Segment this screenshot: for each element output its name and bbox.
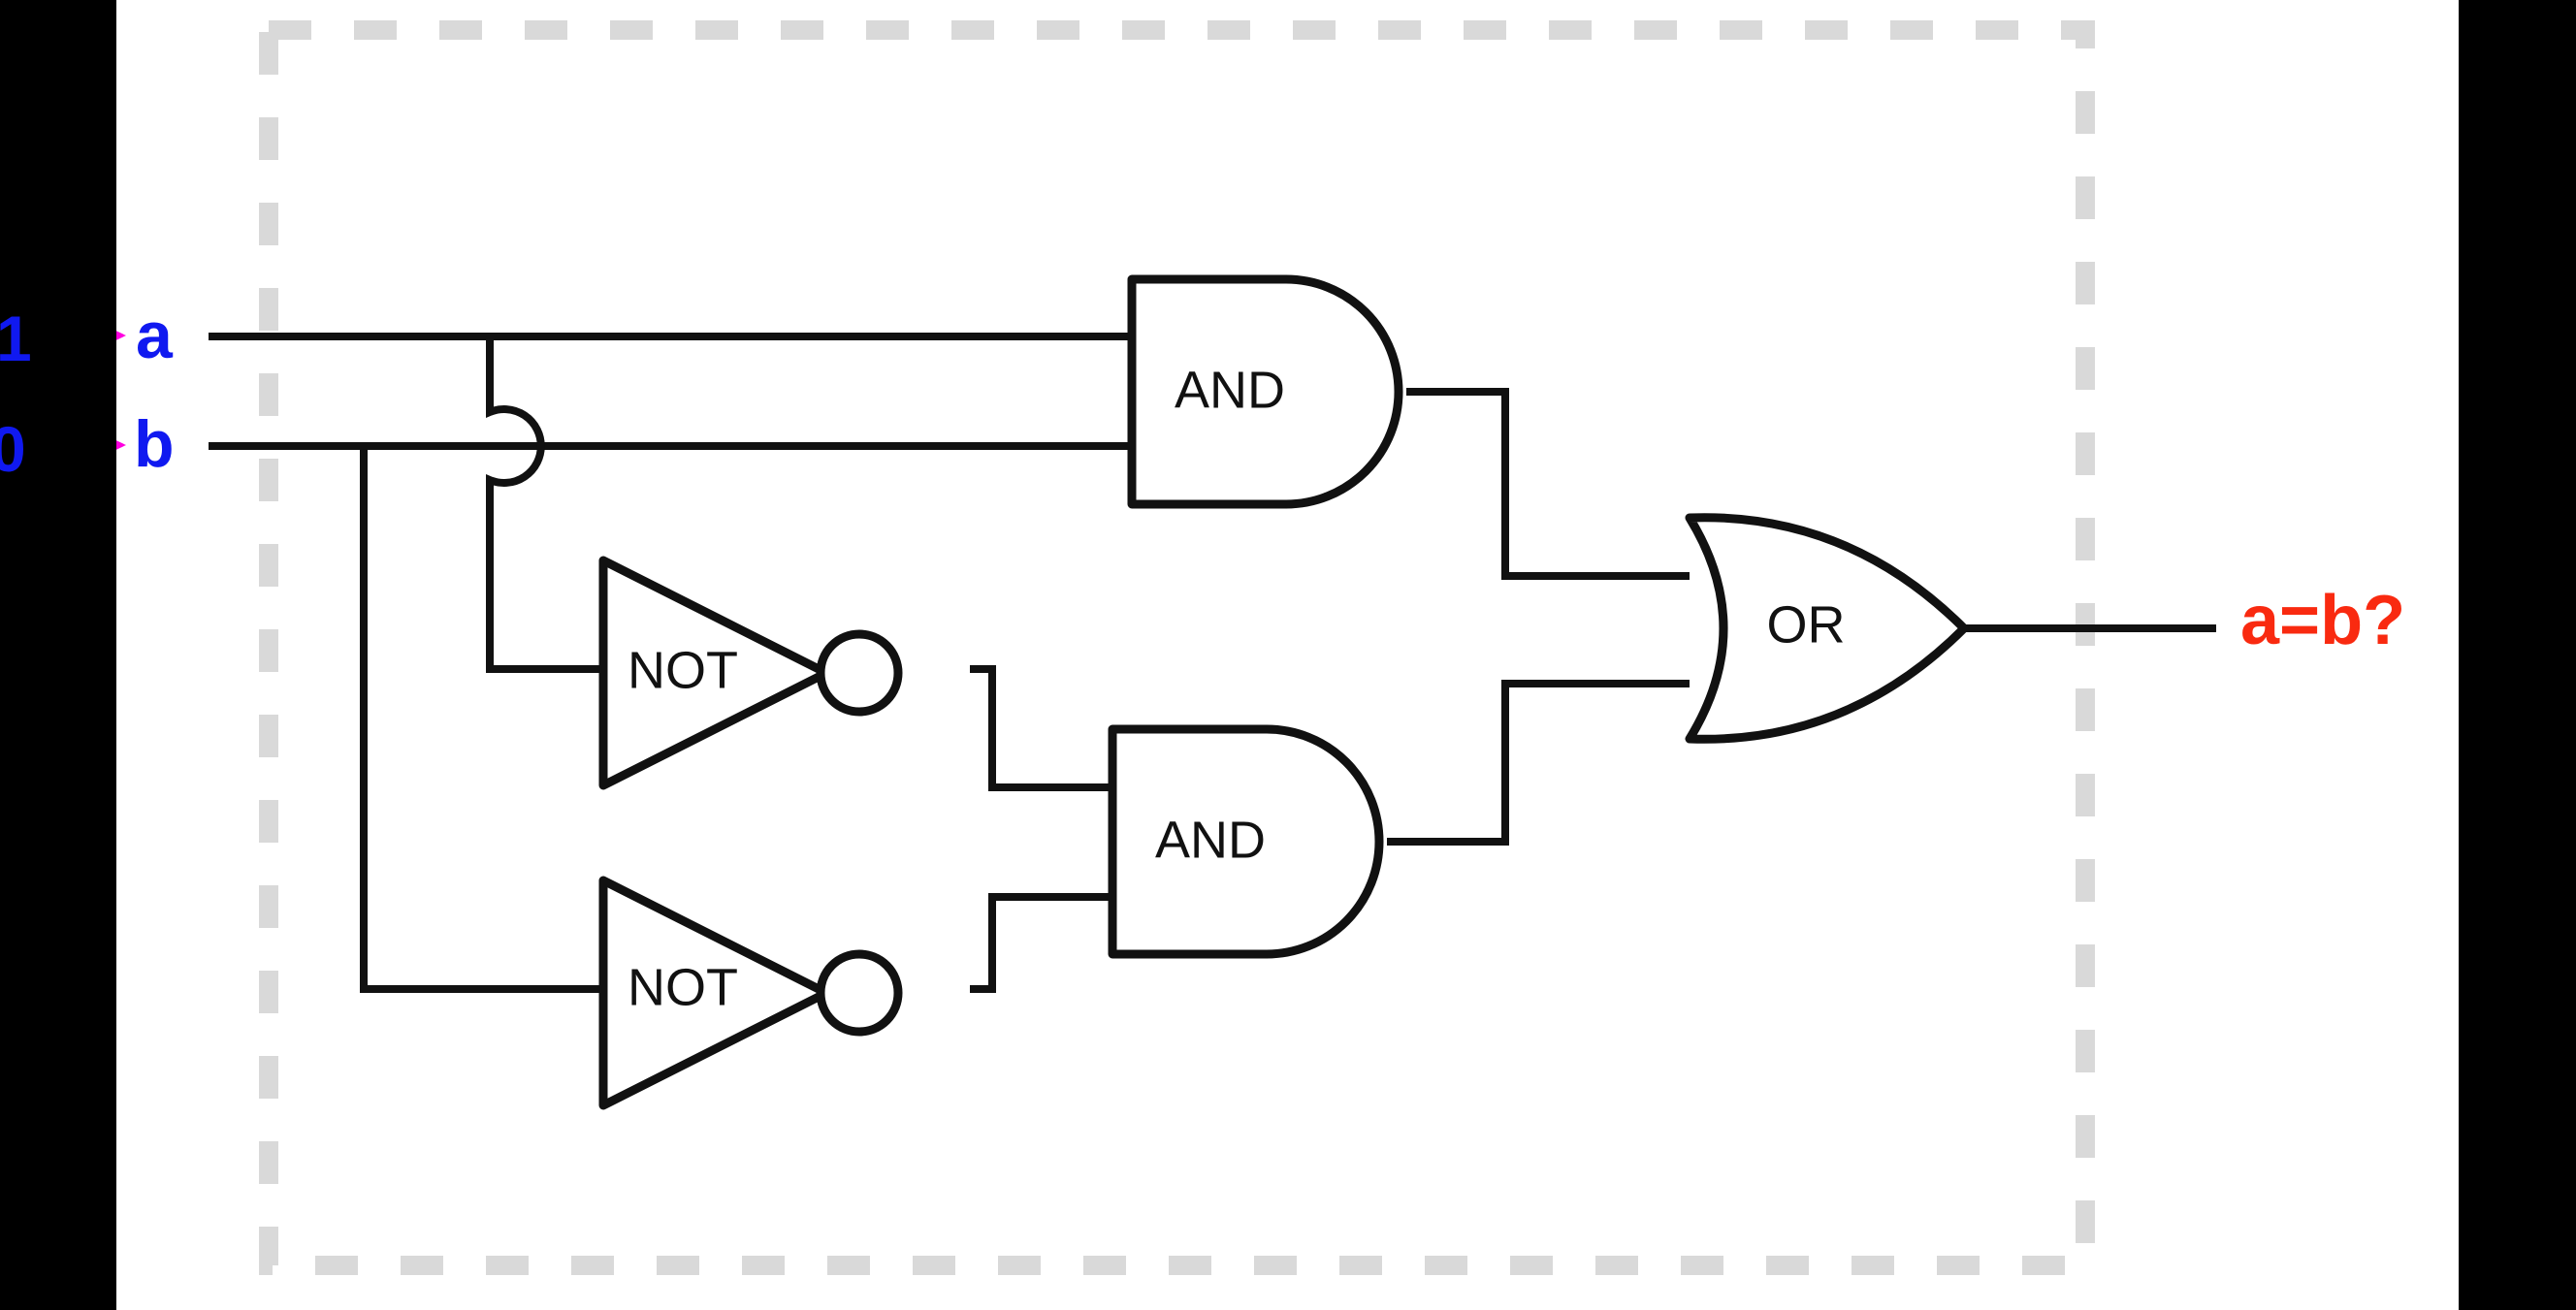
wire-and-bottom-to-or (1387, 680, 1690, 846)
and-top-label: AND (1175, 361, 1285, 419)
output-label: a=b? (2240, 582, 2406, 659)
gate-and-top[interactable]: AND (1127, 274, 1403, 509)
input-port-label-b: b (134, 407, 175, 481)
wire-a-branch-to-not (486, 336, 603, 673)
or-body (1685, 513, 1969, 744)
gate-not-a[interactable]: NOT (598, 556, 903, 790)
gate-and-bottom[interactable]: AND (1108, 724, 1384, 959)
not-a-body (598, 556, 831, 790)
diagram-sheet (116, 0, 2459, 1310)
letterbox-bar-right (2459, 0, 2576, 1310)
gate-or[interactable]: OR (1685, 513, 1969, 744)
module-boundary (259, 20, 2095, 1275)
and-top-body (1127, 274, 1403, 509)
wire-not-a-to-and-bottom (970, 665, 1112, 791)
gate-not-b[interactable]: NOT (598, 876, 903, 1110)
input-value-a: 1 (0, 303, 32, 374)
input-value-b: 0 (0, 413, 26, 485)
not-a-label: NOT (628, 641, 738, 699)
and-bottom-body (1108, 724, 1384, 959)
not-b-body (598, 876, 831, 1110)
input-port-label-a: a (136, 299, 173, 372)
or-label: OR (1767, 595, 1846, 654)
not-b-label: NOT (628, 958, 738, 1016)
wire-b-branch-to-not (360, 446, 603, 993)
letterbox-bar-left (0, 0, 116, 1310)
not-b-bubble-icon (816, 949, 903, 1037)
and-bottom-label: AND (1155, 811, 1266, 869)
wire-and-top-to-or (1406, 388, 1690, 580)
wire-not-b-to-and-bottom (970, 893, 1112, 993)
not-a-bubble-icon (816, 629, 903, 717)
